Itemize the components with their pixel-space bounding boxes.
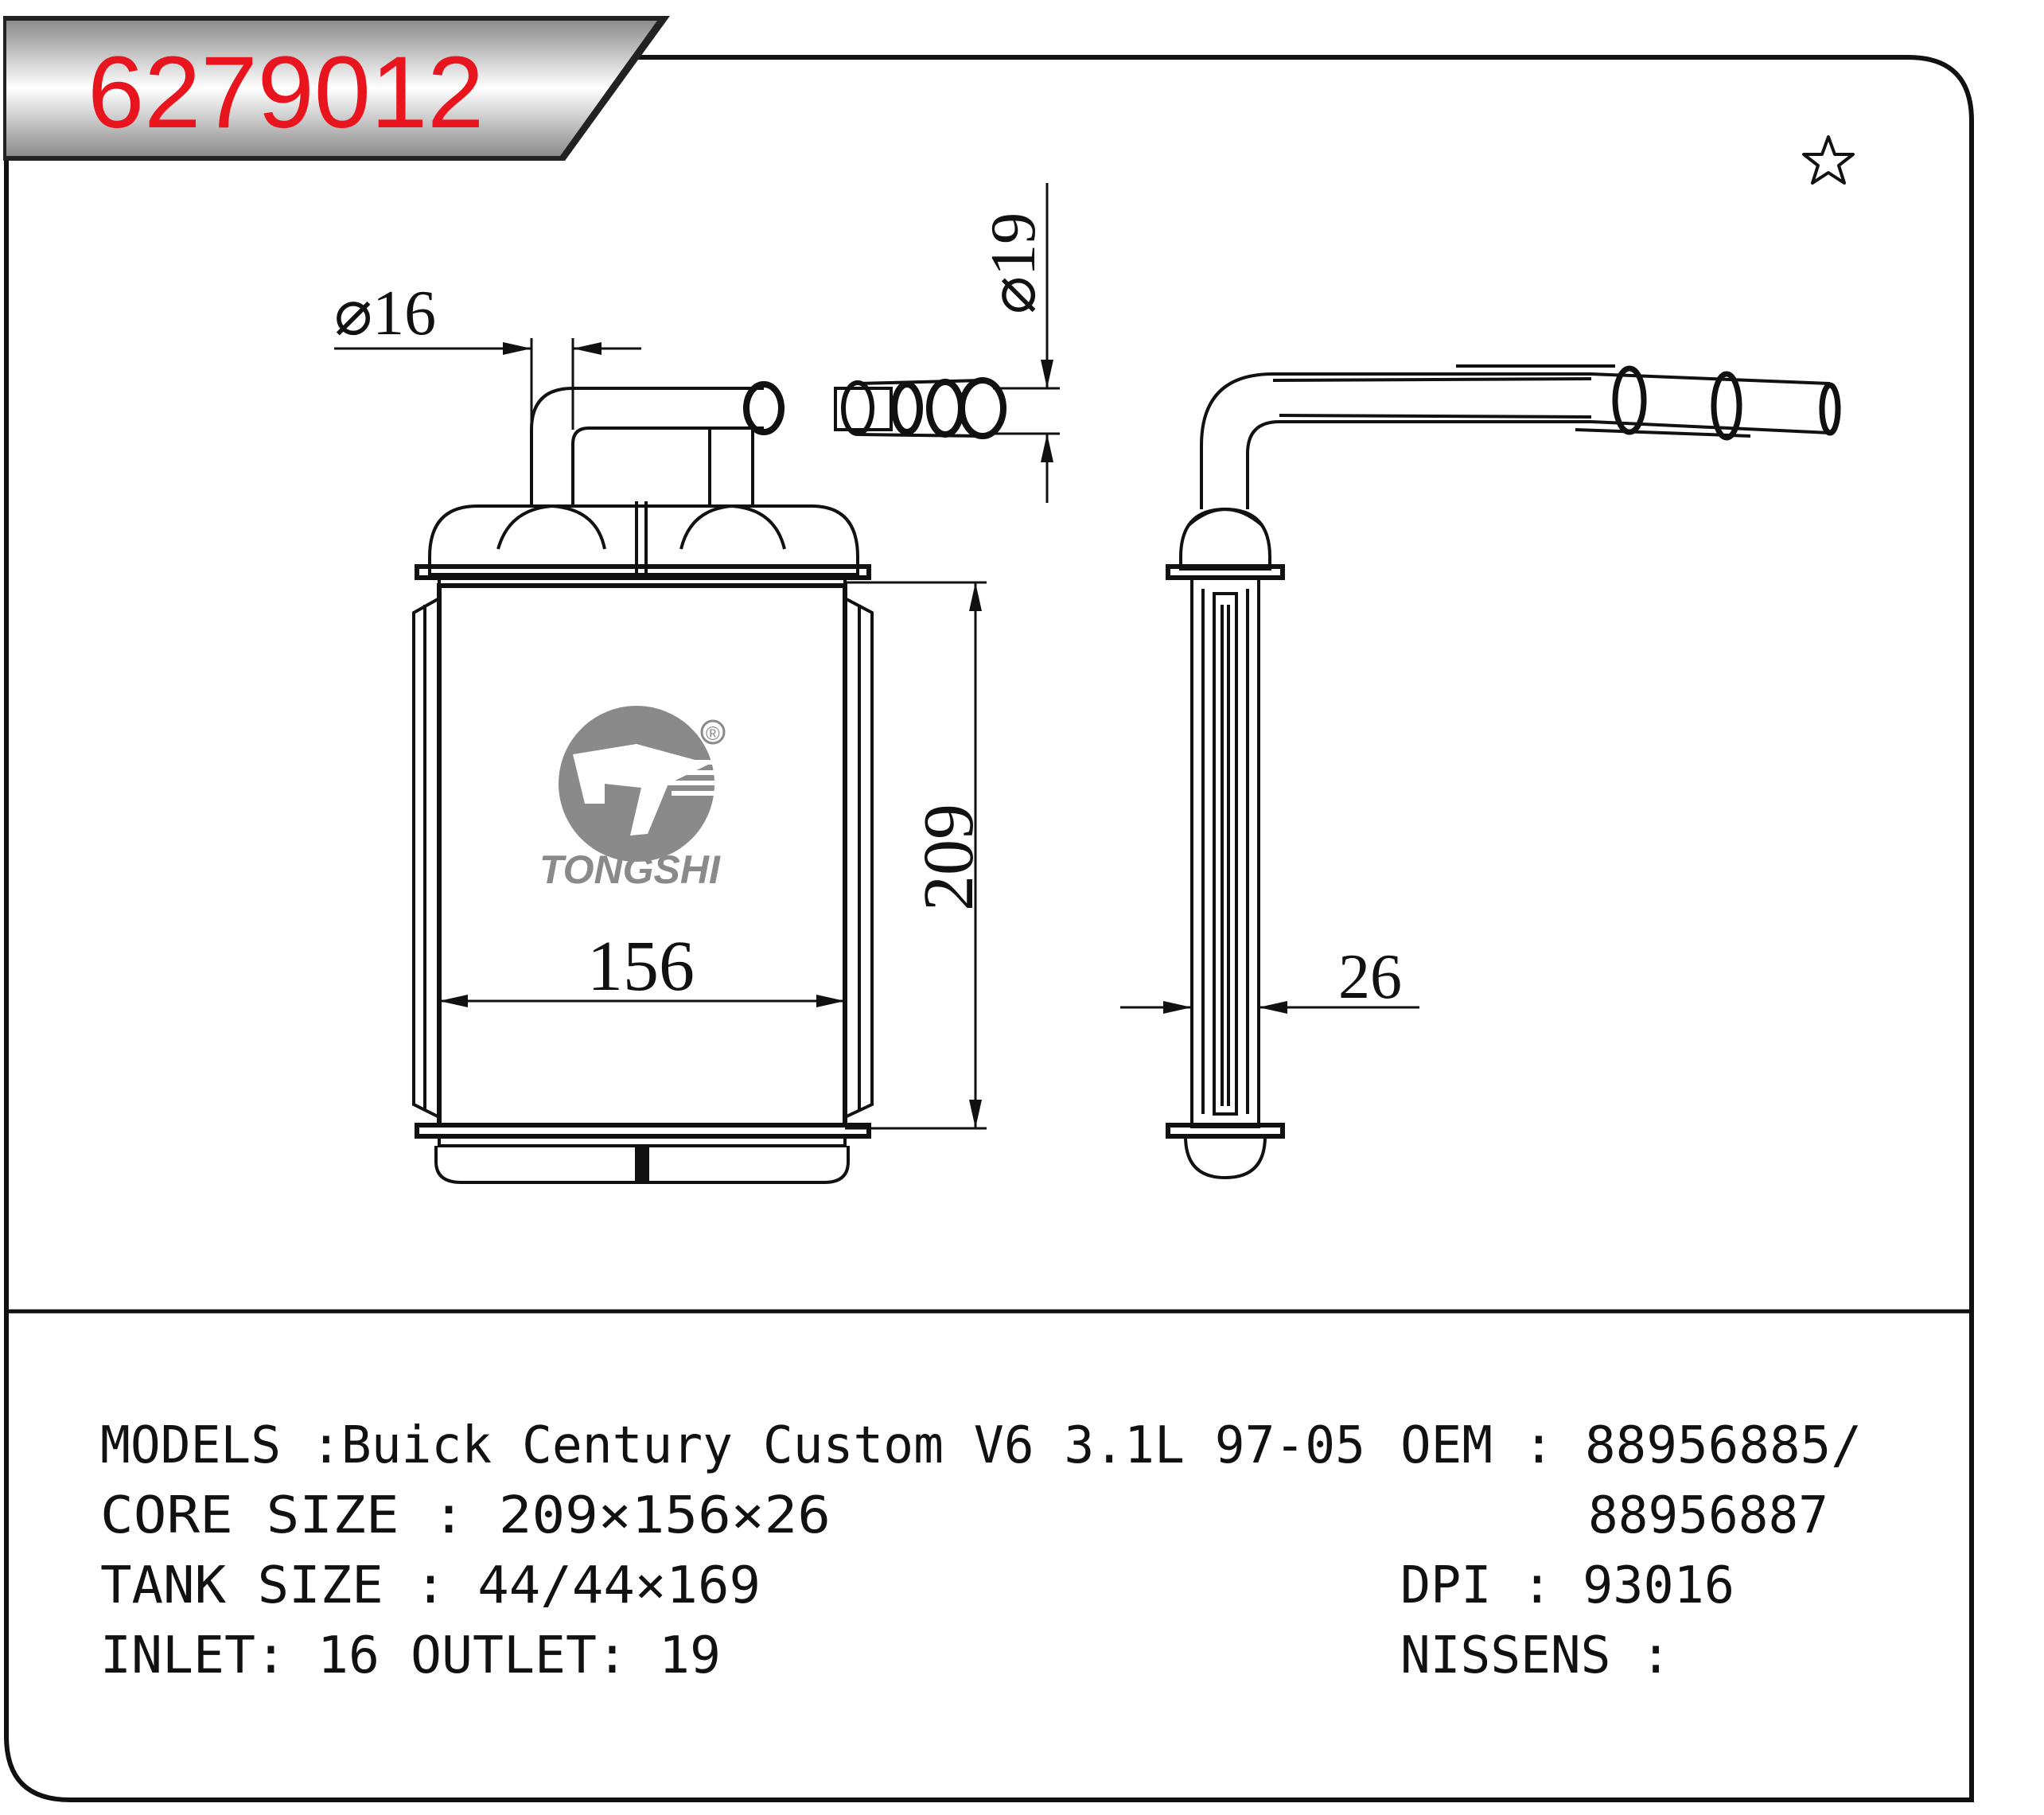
spec-core-size: CORE SIZE : 209×156×26 <box>100 1486 831 1545</box>
dim-height-label: 209 <box>909 804 988 911</box>
spec-block: MODELS :Buick Century Custom V6 3.1L 97-… <box>100 1416 1862 1685</box>
tongshi-logo: ® TONGSHI <box>539 706 726 892</box>
spec-oem-line1: OEM : 88956885/ <box>1400 1416 1862 1475</box>
part-number: 6279012 <box>88 36 484 150</box>
spec-tank-size: TANK SIZE : 44/44×169 <box>100 1556 761 1615</box>
logo-text: TONGSHI <box>539 847 721 892</box>
star-outline-icon <box>1802 135 1855 185</box>
spec-inlet-outlet: INLET: 16 OUTLET: 19 <box>100 1626 721 1685</box>
logo-registered-mark: ® <box>706 723 720 745</box>
front-view <box>412 377 1006 1184</box>
dim-width-label: 156 <box>587 927 695 1006</box>
dim-depth-label: 26 <box>1338 942 1402 1012</box>
spec-oem-line2: 88956887 <box>1588 1486 1828 1545</box>
dim-outlet-label: ⌀19 <box>979 212 1049 314</box>
part-number-tab: 6279012 <box>3 16 670 161</box>
spec-dpi: DPI : 93016 <box>1400 1556 1734 1615</box>
side-dimensions <box>1120 1001 1419 1014</box>
spec-nissens: NISSENS : <box>1400 1626 1671 1685</box>
spec-models: MODELS :Buick Century Custom V6 3.1L 97-… <box>100 1416 1365 1475</box>
side-view <box>1166 364 1841 1180</box>
front-dimensions <box>334 183 1060 1130</box>
dim-inlet-label: ⌀16 <box>334 278 436 349</box>
outer-frame <box>4 55 1974 1802</box>
